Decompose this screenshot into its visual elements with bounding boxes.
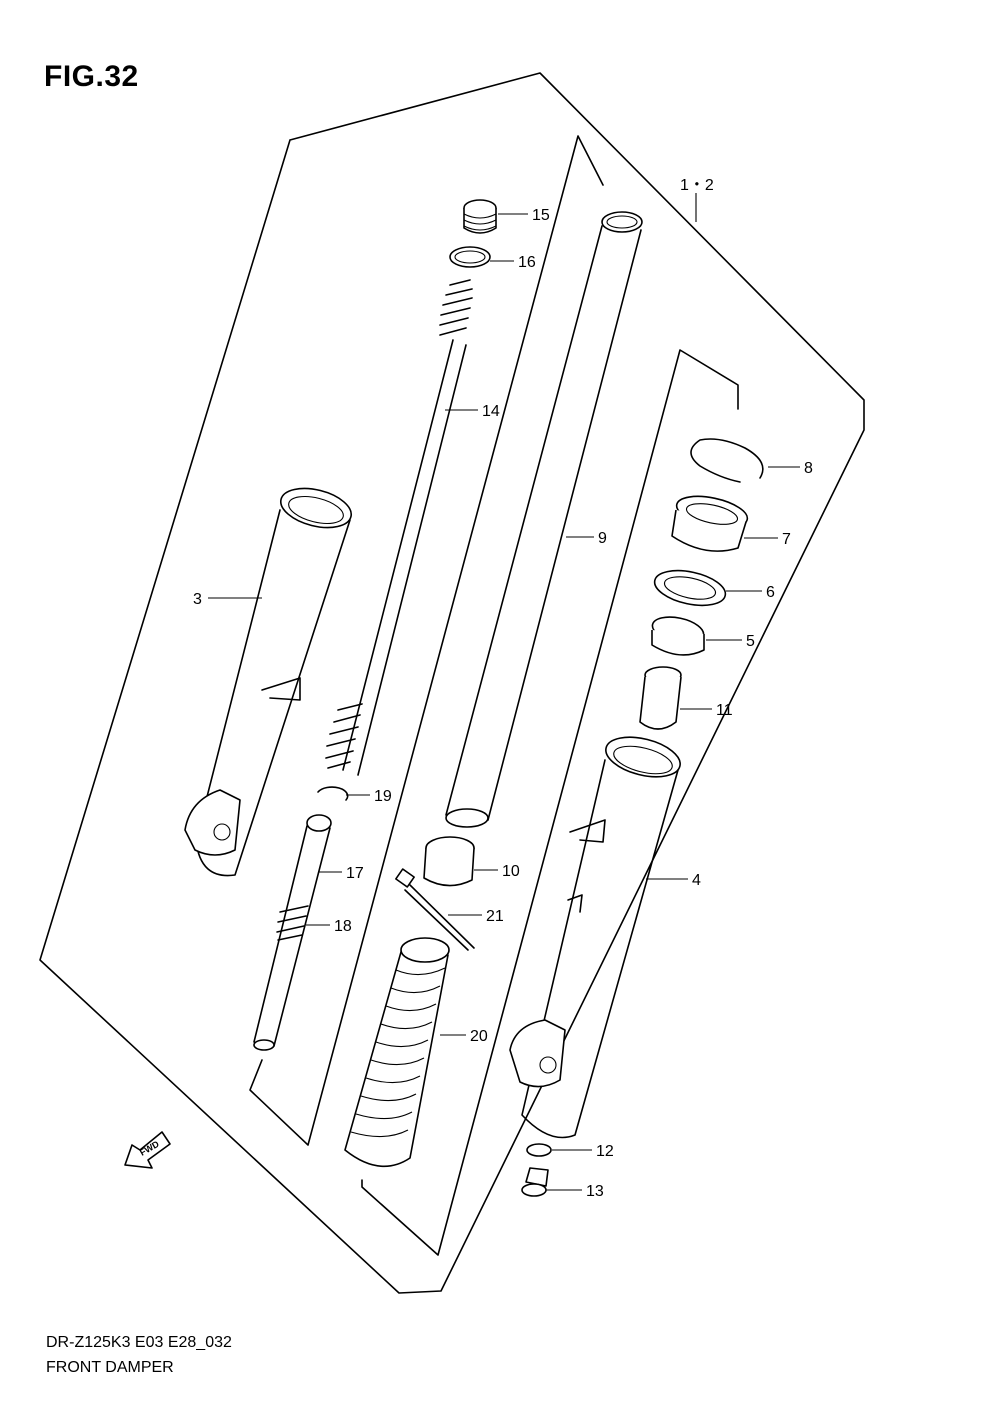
assembly-label: 1・2 bbox=[680, 177, 714, 194]
callout-3: 3 bbox=[193, 591, 262, 608]
svg-text:11: 11 bbox=[716, 702, 733, 719]
o-ring-part-16 bbox=[449, 246, 491, 268]
bushing-part-10 bbox=[423, 836, 475, 887]
snap-ring-part-8 bbox=[690, 438, 764, 483]
outer-tube-left-part-3 bbox=[184, 487, 353, 877]
dust-boot-part-20 bbox=[344, 937, 450, 1168]
callout-5: 5 bbox=[706, 633, 755, 650]
svg-text:21: 21 bbox=[486, 908, 504, 925]
circlip-part-19 bbox=[317, 786, 349, 801]
inner-tube-frame bbox=[249, 135, 604, 1146]
callout-13: 13 bbox=[546, 1183, 604, 1200]
fork-spring-part-14 bbox=[325, 279, 473, 776]
svg-text:5: 5 bbox=[746, 633, 755, 650]
callout-11: 11 bbox=[680, 702, 733, 719]
callout-20: 20 bbox=[440, 1028, 488, 1045]
figure-title: FIG.32 bbox=[44, 60, 139, 93]
svg-text:17: 17 bbox=[346, 865, 364, 882]
svg-text:20: 20 bbox=[470, 1028, 488, 1045]
svg-text:4: 4 bbox=[692, 872, 701, 889]
callout-19: 19 bbox=[346, 788, 392, 805]
svg-text:9: 9 bbox=[598, 530, 607, 547]
callout-8: 8 bbox=[768, 460, 813, 477]
callout-17: 17 bbox=[318, 865, 364, 882]
svg-text:10: 10 bbox=[502, 863, 520, 880]
callout-16: 16 bbox=[490, 254, 536, 271]
svg-text:15: 15 bbox=[532, 207, 550, 224]
callout-15: 15 bbox=[498, 207, 550, 224]
svg-text:16: 16 bbox=[518, 254, 536, 271]
callout-6: 6 bbox=[726, 584, 775, 601]
svg-text:6: 6 bbox=[766, 584, 775, 601]
svg-text:7: 7 bbox=[782, 531, 791, 548]
cable-tie-part-21 bbox=[395, 868, 475, 951]
damper-rod-part-17 bbox=[253, 814, 332, 1051]
callout-18: 18 bbox=[306, 918, 352, 935]
svg-text:18: 18 bbox=[334, 918, 352, 935]
outer-tube-right-part-4 bbox=[509, 736, 681, 1139]
washer-part-6 bbox=[653, 569, 727, 607]
bolt-part-13 bbox=[521, 1167, 549, 1197]
diagram-name: FRONT DAMPER bbox=[46, 1359, 174, 1376]
cap-bolt-part-15 bbox=[463, 199, 497, 234]
svg-text:14: 14 bbox=[482, 403, 500, 420]
callout-14: 14 bbox=[445, 403, 500, 420]
oil-seal-part-7 bbox=[671, 495, 749, 552]
fwd-arrow-icon: FWD bbox=[124, 1131, 171, 1169]
washer-part-12 bbox=[526, 1143, 552, 1157]
svg-text:8: 8 bbox=[804, 460, 813, 477]
callout-21: 21 bbox=[448, 908, 504, 925]
callout-12: 12 bbox=[552, 1143, 614, 1160]
svg-text:3: 3 bbox=[193, 591, 202, 608]
callout-10: 10 bbox=[474, 863, 520, 880]
callout-4: 4 bbox=[646, 872, 701, 889]
svg-text:19: 19 bbox=[374, 788, 392, 805]
guide-bushing-part-5 bbox=[651, 616, 705, 656]
model-code: DR-Z125K3 E03 E28_032 bbox=[46, 1334, 232, 1351]
rebound-spring-part-18 bbox=[276, 905, 309, 941]
callout-9: 9 bbox=[566, 530, 607, 547]
callout-7: 7 bbox=[744, 531, 791, 548]
outer-tube-frame bbox=[361, 349, 739, 1256]
svg-text:13: 13 bbox=[586, 1183, 604, 1200]
inner-tube-part-9 bbox=[445, 211, 643, 828]
oil-lock-piece-part-11 bbox=[639, 666, 682, 730]
svg-text:12: 12 bbox=[596, 1143, 614, 1160]
